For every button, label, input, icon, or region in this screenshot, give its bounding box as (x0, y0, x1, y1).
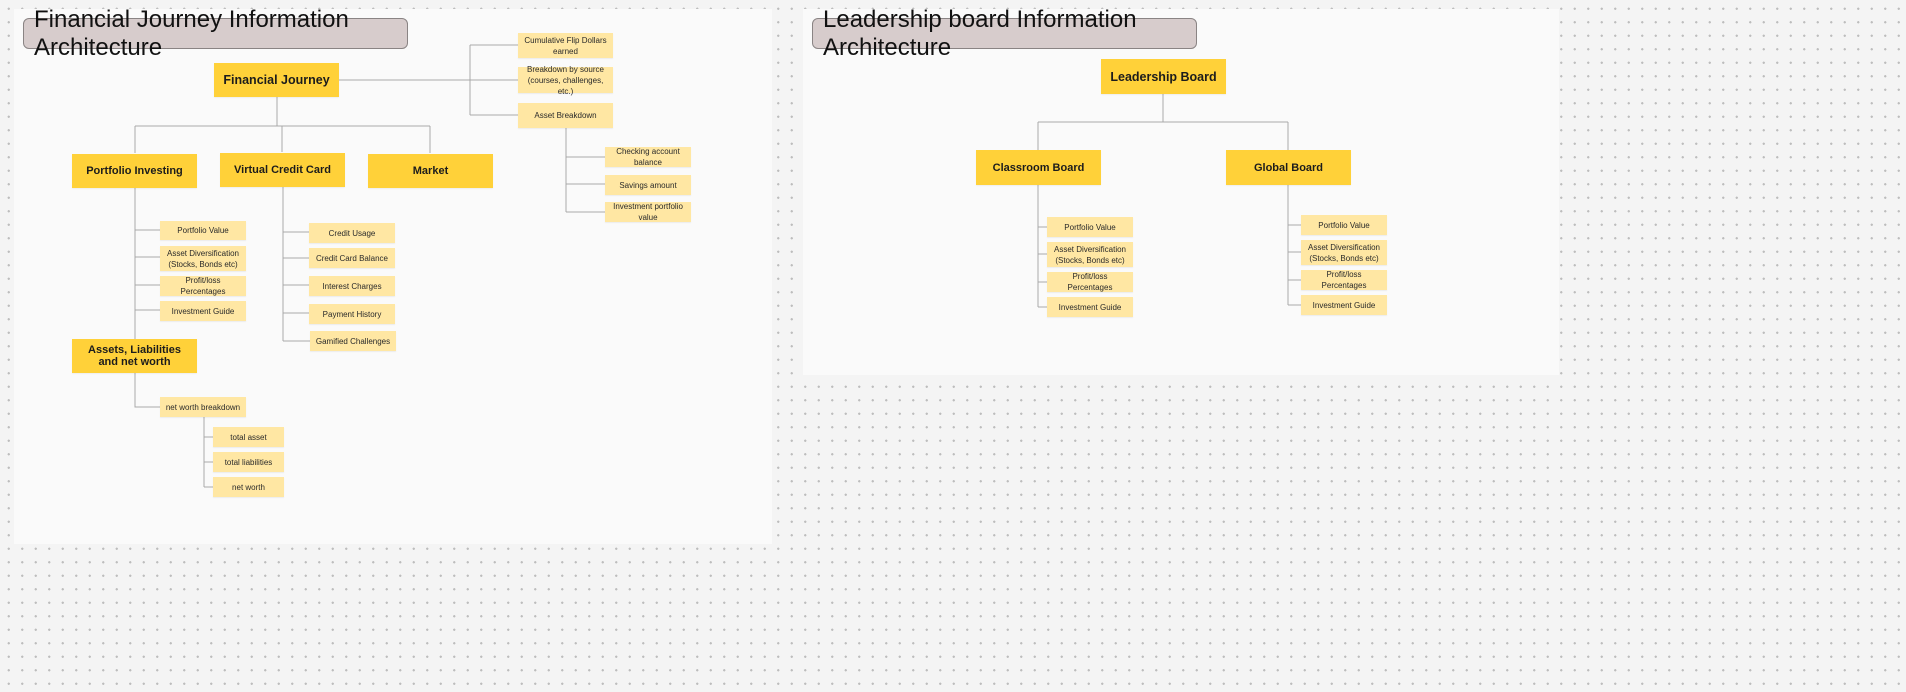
interest-charges-node[interactable]: Interest Charges (309, 276, 395, 296)
assets-liabilities-node[interactable]: Assets, Liabilities and net worth (72, 339, 197, 373)
profit-loss-node[interactable]: Profit/loss Percentages (160, 276, 246, 296)
classroom-investment-guide-node[interactable]: Investment Guide (1047, 297, 1133, 317)
investment-guide-node[interactable]: Investment Guide (160, 301, 246, 321)
total-asset-node[interactable]: total asset (213, 427, 284, 447)
gamified-challenges-node[interactable]: Gamified Challenges (310, 331, 396, 351)
credit-card-balance-node[interactable]: Credit Card Balance (309, 248, 395, 268)
net-worth-breakdown-node[interactable]: net worth breakdown (160, 397, 246, 417)
checking-account-node[interactable]: Checking account balance (605, 147, 691, 167)
credit-usage-node[interactable]: Credit Usage (309, 223, 395, 243)
net-worth-node[interactable]: net worth (213, 477, 284, 497)
savings-amount-node[interactable]: Savings amount (605, 175, 691, 195)
market-node[interactable]: Market (368, 154, 493, 188)
cumulative-flip-dollars-node[interactable]: Cumulative Flip Dollars earned (518, 33, 613, 58)
financial-journey-node[interactable]: Financial Journey (214, 63, 339, 97)
investment-portfolio-value-node[interactable]: Investment portfolio value (605, 202, 691, 222)
asset-diversification-node[interactable]: Asset Diversification (Stocks, Bonds etc… (160, 246, 246, 271)
classroom-portfolio-value-node[interactable]: Portfolio Value (1047, 217, 1133, 237)
portfolio-value-node[interactable]: Portfolio Value (160, 221, 246, 240)
global-portfolio-value-node[interactable]: Portfolio Value (1301, 215, 1387, 235)
classroom-asset-diversification-node[interactable]: Asset Diversification (Stocks, Bonds etc… (1047, 242, 1133, 267)
portfolio-investing-node[interactable]: Portfolio Investing (72, 154, 197, 188)
global-investment-guide-node[interactable]: Investment Guide (1301, 295, 1387, 315)
breakdown-by-source-node[interactable]: Breakdown by source (courses, challenges… (518, 65, 613, 96)
payment-history-node[interactable]: Payment History (309, 304, 395, 324)
classroom-board-node[interactable]: Classroom Board (976, 150, 1101, 185)
leadership-board-title: Leadership board Information Architectur… (812, 6, 1197, 61)
global-board-node[interactable]: Global Board (1226, 150, 1351, 185)
virtual-credit-card-node[interactable]: Virtual Credit Card (220, 153, 345, 187)
classroom-profit-loss-node[interactable]: Profit/loss Percentages (1047, 272, 1133, 292)
total-liabilities-node[interactable]: total liabilities (213, 452, 284, 472)
global-asset-diversification-node[interactable]: Asset Diversification (Stocks, Bonds etc… (1301, 240, 1387, 265)
asset-breakdown-node[interactable]: Asset Breakdown (518, 103, 613, 128)
leadership-board-node[interactable]: Leadership Board (1101, 59, 1226, 94)
global-profit-loss-node[interactable]: Profit/loss Percentages (1301, 270, 1387, 290)
financial-journey-title: Financial Journey Information Architectu… (23, 6, 408, 61)
